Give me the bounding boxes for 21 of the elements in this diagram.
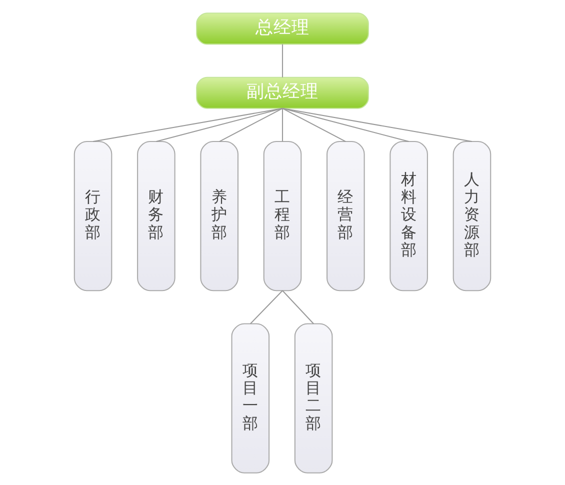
connector [282, 108, 284, 142]
connector [92, 107, 283, 142]
connector [219, 107, 283, 142]
node-box: 行政部 [74, 140, 112, 291]
node-box: 人力资源部 [452, 140, 492, 291]
node-box: 总经理 [196, 12, 369, 44]
node-box: 养护部 [200, 140, 238, 291]
connector [282, 107, 346, 142]
connector [282, 107, 409, 142]
connector [282, 290, 314, 324]
connector [250, 290, 283, 324]
node-box: 项目一部 [231, 322, 270, 473]
connector [282, 107, 472, 142]
node-box: 副总经理 [196, 76, 369, 108]
node-box: 材料设备部 [390, 140, 428, 291]
node-box: 工程部 [263, 140, 302, 291]
node-box: 项目二部 [294, 322, 333, 473]
connector [282, 44, 284, 77]
connector [156, 107, 283, 142]
node-box: 经营部 [326, 140, 365, 291]
node-box: 财务部 [137, 140, 176, 291]
